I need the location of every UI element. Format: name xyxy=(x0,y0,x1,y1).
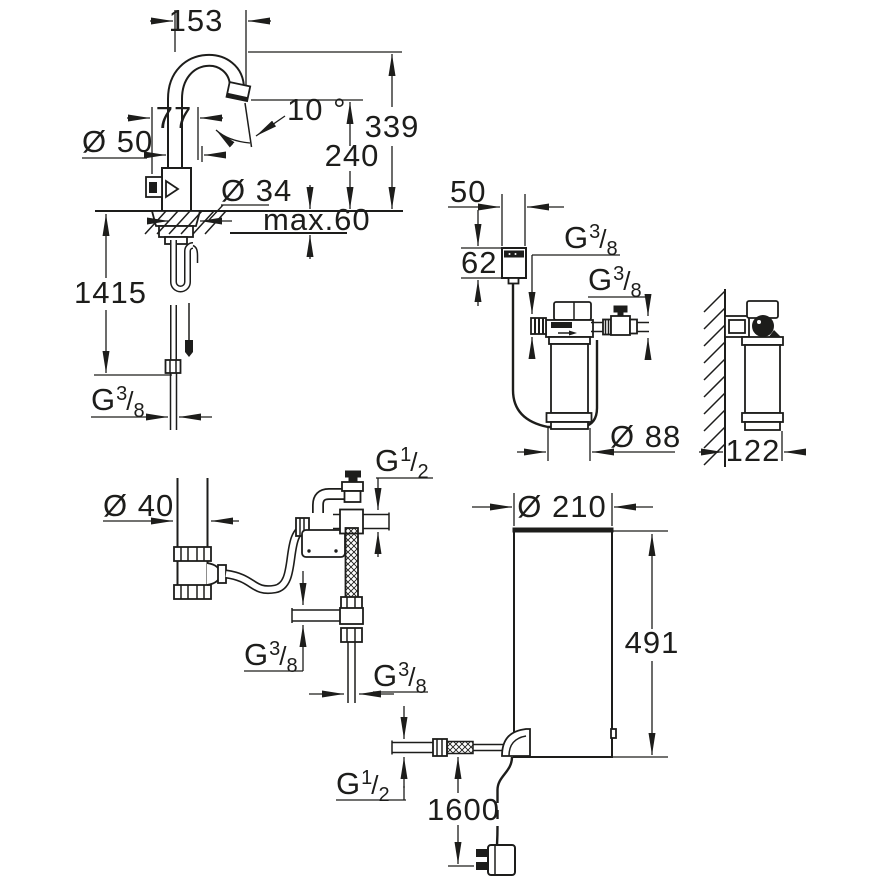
mixing-valve-assembly xyxy=(291,470,390,703)
undersink-dimensions: 50 62 G3/8 G3/8 Ø 88 xyxy=(448,174,681,461)
faucet-spout xyxy=(167,54,253,168)
plug-prong xyxy=(476,862,488,870)
flex-hose xyxy=(225,517,310,595)
valve-group-dimensions: Ø 40 G1/2 G3/8 G3/8 xyxy=(103,443,433,698)
dim-base-diameter-label: Ø 50 xyxy=(82,124,153,159)
spout-outlet xyxy=(225,81,252,103)
filter-side-view: 122 xyxy=(699,289,806,468)
filter-left-port xyxy=(530,317,547,335)
filter-right-port-valve xyxy=(591,305,649,336)
faucet-view: 153 77 Ø 50 10 ° 240 339 Ø 34 xyxy=(74,3,420,430)
boiler-inlet-pipe xyxy=(391,728,531,757)
hose-connector-nut xyxy=(164,359,182,374)
dim-outlet-height-label: 240 xyxy=(325,138,380,173)
filter-cartridge xyxy=(550,343,589,414)
filter-side-dimensions: 122 xyxy=(699,431,806,468)
boiler-dimensions: Ø 210 491 G1/2 1600 xyxy=(336,489,680,867)
flow-direction-arrow xyxy=(569,330,577,336)
dim-reach-label: 153 xyxy=(169,3,224,38)
control-box xyxy=(501,247,527,285)
dim-boiler-diameter-label: Ø 210 xyxy=(517,489,606,524)
dim-connection-length-label: 1415 xyxy=(74,275,147,310)
braided-hose xyxy=(344,527,359,599)
boiler-clip xyxy=(610,728,617,739)
bracket-knob xyxy=(752,315,774,337)
dim-boiler-inlet-thread-label: G1/2 xyxy=(336,766,391,806)
dim-filter-diameter-label: Ø 88 xyxy=(610,419,681,454)
drain-trap-pipe xyxy=(173,478,227,600)
dim-stub-thread-label: G3/8 xyxy=(244,637,299,677)
plug-prong xyxy=(476,849,488,857)
faucet-dimensions: 153 77 Ø 50 10 ° 240 339 Ø 34 xyxy=(74,3,420,422)
tee-fitting xyxy=(339,607,364,625)
dim-pipe-thread-label: G3/8 xyxy=(373,658,428,698)
faucet-supply-hoses xyxy=(164,240,199,430)
mounting-plate xyxy=(301,529,346,558)
dim-valve-top-thread-label: G1/2 xyxy=(375,443,430,483)
dim-total-height-label: 339 xyxy=(365,109,420,144)
dim-filter-outlet-thread-label: G3/8 xyxy=(588,262,643,302)
hose-bend-guard xyxy=(501,728,531,757)
dim-box-height-label: 62 xyxy=(461,245,497,280)
dim-depth-label: 122 xyxy=(726,433,781,468)
faucet-body xyxy=(145,167,192,212)
mixing-valve-and-trap-view: Ø 40 G1/2 G3/8 G3/8 xyxy=(103,443,433,703)
shutoff-valve-handle xyxy=(613,305,628,313)
power-plug-body xyxy=(487,844,516,876)
dim-angle-label: 10 ° xyxy=(287,92,347,127)
wall-hatching xyxy=(703,290,726,466)
dim-boiler-height-label: 491 xyxy=(625,625,680,660)
dim-trap-diameter-label: Ø 40 xyxy=(103,488,174,523)
stream-axis-line xyxy=(244,102,253,148)
boiler-body xyxy=(513,529,613,758)
wall-bracket xyxy=(724,300,782,338)
dim-hole-diameter-label: Ø 34 xyxy=(221,173,292,208)
dim-cable-length-label: 1600 xyxy=(427,792,500,827)
cable-plug-end xyxy=(185,340,193,357)
valve-cap xyxy=(345,470,361,478)
sensor-cable-upper xyxy=(192,244,199,263)
boiler-view: Ø 210 491 G1/2 1600 xyxy=(336,489,680,876)
dim-box-width-label: 50 xyxy=(450,174,486,209)
filter-front-view xyxy=(530,301,649,430)
dim-max-deck-label: max.60 xyxy=(263,202,371,237)
undersink-unit-front-view: 50 62 G3/8 G3/8 Ø 88 xyxy=(448,174,681,461)
dim-filter-inlet-thread-label: G3/8 xyxy=(564,220,619,260)
filter-side-body xyxy=(741,336,784,431)
power-cord-and-plug xyxy=(476,756,516,876)
dim-faucet-thread-label: G3/8 xyxy=(91,382,146,422)
dim-spout-offset-label: 77 xyxy=(156,100,192,135)
